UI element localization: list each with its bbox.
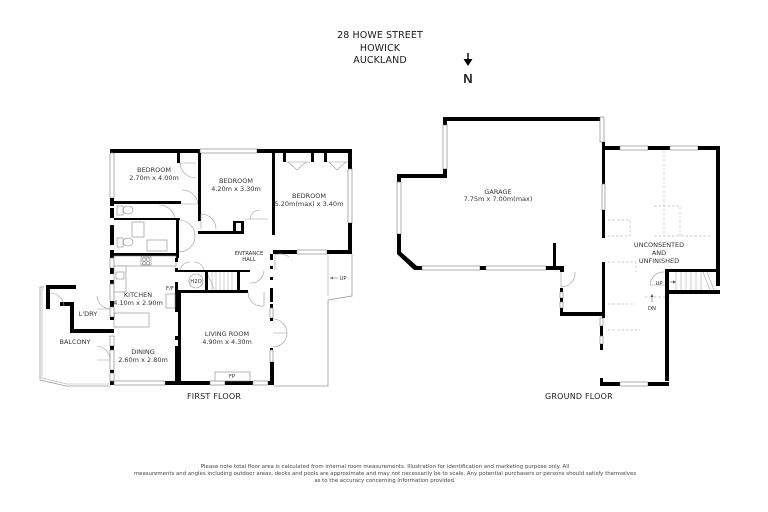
room-laundry-label: L'DRY: [79, 310, 98, 318]
room-garage-label: GARAGE: [484, 188, 511, 196]
room-bedroom-3-label: BEDROOM: [292, 192, 326, 200]
disclaimer-line-3: as to the accuracy concerning informatio…: [314, 478, 456, 484]
disclaimer: Please note total floor area is calculat…: [110, 464, 660, 485]
first-floor-plan: [39, 148, 353, 387]
address-header: 28 HOWE STREET HOWICK AUCKLAND: [300, 30, 460, 68]
room-unconsented-label-2: AND: [652, 249, 666, 257]
room-balcony-label: BALCONY: [59, 338, 90, 346]
room-living-room-dims: 4.90m x 4.30m: [202, 338, 252, 346]
ground-floor-plan: [396, 116, 720, 387]
room-bedroom-3-dims: 5.20m(max) x 3.40m: [275, 200, 344, 208]
disclaimer-line-1: Please note total floor area is calculat…: [200, 464, 570, 470]
room-dining-dims: 2.60m x 2.80m: [118, 356, 168, 364]
address-line-3: AUCKLAND: [353, 55, 407, 66]
hot-water-cylinder-label: H2O: [190, 279, 202, 285]
first-floor-caption: FIRST FLOOR: [187, 392, 242, 401]
disclaimer-line-2: measurements and angles including outdoo…: [133, 471, 637, 477]
ground-floor-caption: GROUND FLOOR: [545, 392, 613, 401]
porch-stairs-up-label: UP: [339, 276, 347, 282]
room-kitchen-dims: 4.10m x 2.90m: [113, 299, 163, 307]
room-bedroom-1-dims: 2.70m x 4.00m: [129, 174, 179, 182]
room-garage-dims: 7.75m x 7.00m(max): [464, 195, 533, 203]
address-line-1: 28 HOWE STREET: [337, 30, 423, 41]
room-living-room-label: LIVING ROOM: [205, 330, 249, 338]
north-letter: N: [463, 71, 473, 86]
ground-stairs-up-label: UP: [655, 281, 663, 287]
address-line-2: HOWICK: [359, 42, 401, 54]
room-entrance-hall-label: ENTRANCE: [235, 251, 264, 257]
north-arrow-icon: [463, 53, 473, 66]
north-compass: N: [458, 52, 478, 85]
ground-stairs-down-label: DN: [648, 306, 656, 312]
room-bedroom-2-dims: 4.20m x 3.30m: [211, 185, 261, 193]
room-unconsented-label: UNCONSENTED: [634, 241, 684, 249]
fireplace-label: FP: [229, 374, 236, 380]
room-kitchen-label: KITCHEN: [124, 291, 152, 299]
room-entrance-hall-label-2: HALL: [242, 257, 256, 263]
room-bedroom-2-label: BEDROOM: [219, 177, 253, 185]
room-bedroom-1-label: BEDROOM: [137, 166, 171, 174]
room-dining-label: DINING: [131, 348, 155, 356]
room-unconsented-label-3: UNFINISHED: [639, 257, 679, 265]
fridge-freezer-label: F/F: [166, 286, 174, 292]
